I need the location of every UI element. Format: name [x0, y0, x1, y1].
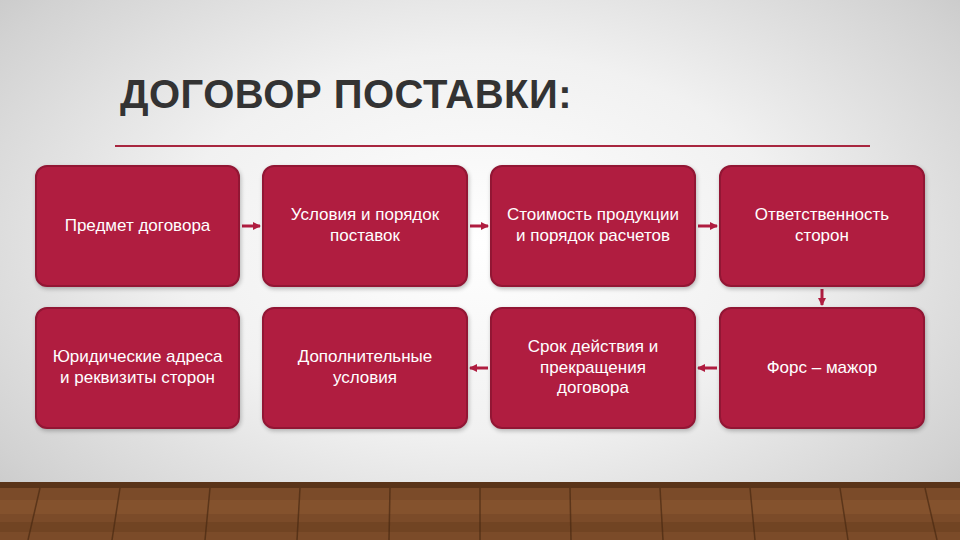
- box-label: Стоимость продукции и порядок расчетов: [502, 205, 684, 246]
- process-box: Форс – мажор: [719, 307, 925, 429]
- box-label: Ответственность сторон: [731, 205, 913, 246]
- flow-arrow: [242, 225, 260, 228]
- process-box: Дополнительные условия: [262, 307, 468, 429]
- box-label: Дополнительные условия: [274, 347, 456, 388]
- box-label: Условия и порядок поставок: [274, 205, 456, 246]
- process-box: Юридические адреса и реквизиты сторон: [35, 307, 240, 429]
- box-label: Форс – мажор: [767, 358, 878, 379]
- process-box: Условия и порядок поставок: [262, 165, 468, 287]
- wooden-floor: [0, 482, 960, 540]
- flow-arrow: [698, 225, 717, 228]
- process-box: Срок действия и прекращения договора: [490, 307, 696, 429]
- process-box: Стоимость продукции и порядок расчетов: [490, 165, 696, 287]
- flow-arrow: [698, 367, 717, 370]
- diagram-title: ДОГОВОР ПОСТАВКИ:: [120, 72, 572, 117]
- flow-arrow: [470, 367, 488, 370]
- title-underline: [115, 145, 870, 147]
- flow-arrow: [821, 289, 824, 305]
- box-label: Срок действия и прекращения договора: [502, 337, 684, 399]
- box-label: Юридические адреса и реквизиты сторон: [47, 347, 228, 388]
- process-box: Ответственность сторон: [719, 165, 925, 287]
- box-label: Предмет договора: [65, 216, 211, 237]
- flow-arrow: [470, 225, 488, 228]
- process-box: Предмет договора: [35, 165, 240, 287]
